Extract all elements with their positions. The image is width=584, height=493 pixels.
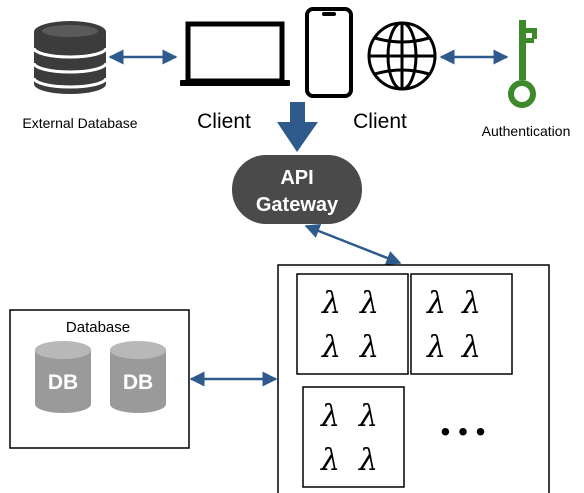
- db-label-1: DB: [48, 371, 78, 394]
- lambda-symbol: λ: [461, 286, 481, 321]
- clients-to-gateway-arrow: [277, 102, 318, 152]
- lambda-group-2: [410, 273, 513, 375]
- lambda-symbol: λ: [321, 286, 341, 321]
- globe-icon: [367, 21, 437, 91]
- lambda-symbol: λ: [358, 399, 378, 434]
- lambda-group-1: [296, 273, 409, 375]
- authentication-label: Authentication: [482, 123, 571, 139]
- more-functions-ellipsis: • • •: [441, 416, 486, 447]
- lambda-symbol: λ: [358, 443, 378, 478]
- lambda-symbol: λ: [461, 330, 481, 365]
- lambda-symbol: λ: [320, 399, 340, 434]
- client-right-label: Client: [353, 110, 407, 133]
- gateway-label-line1: API: [280, 167, 313, 189]
- laptop-icon: [180, 21, 290, 86]
- gateway-label-line2: Gateway: [256, 194, 339, 216]
- database-stack-icon: [32, 21, 108, 94]
- lambda-group-3: [302, 386, 405, 488]
- db-label-2: DB: [123, 371, 153, 394]
- lambda-symbol: λ: [426, 330, 446, 365]
- database-title: Database: [66, 319, 130, 336]
- gateway-functions-arrow: [304, 223, 402, 266]
- key-icon: [508, 20, 537, 108]
- db-cylinder-2: [110, 341, 166, 413]
- smartphone-icon: [305, 7, 353, 98]
- client-left-label: Client: [197, 110, 251, 133]
- functions-container: [277, 264, 550, 493]
- lambda-symbol: λ: [426, 286, 446, 321]
- lambda-symbol: λ: [359, 330, 379, 365]
- lambda-symbol: λ: [321, 330, 341, 365]
- api-gateway: [232, 155, 362, 224]
- db-cylinder-1: [35, 341, 91, 413]
- lambda-symbol: λ: [359, 286, 379, 321]
- database-box: [9, 309, 190, 449]
- lambda-symbol: λ: [320, 443, 340, 478]
- external-database-label: External Database: [22, 115, 137, 131]
